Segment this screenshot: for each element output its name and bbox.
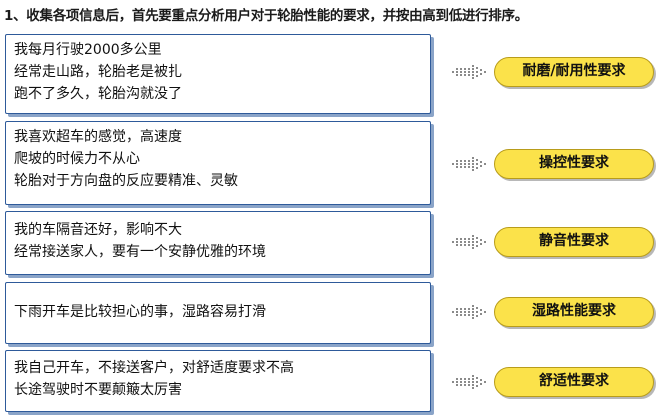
user-statement-box: 我每月行驶2000多公里 经常走山路，轮胎老是被扎 跑不了多久，轮胎沟就没了 [5, 34, 431, 114]
dotted-arrow-icon [452, 65, 486, 79]
statement-line: 我自己开车，不接送客户，对舒适度要求不高 [14, 360, 294, 376]
statement-line: 经常接送家人，要有一个安静优雅的环境 [14, 244, 266, 260]
requirement-label-pill: 舒适性要求 [494, 367, 654, 397]
user-statement-box: 我喜欢超车的感觉，高速度 爬坡的时候力不从心 轮胎对于方向盘的反应要精准、灵敏 [5, 121, 431, 205]
user-statement-box: 我自己开车，不接送客户，对舒适度要求不高 长途驾驶时不要颠簸太厉害 [5, 350, 431, 412]
user-statement-box: 我的车隔音还好，影响不大 经常接送家人，要有一个安静优雅的环境 [5, 211, 431, 275]
requirement-label-pill: 静音性要求 [494, 227, 654, 257]
requirement-label-pill: 湿路性能要求 [494, 297, 654, 327]
requirement-label-pill: 耐磨/耐用性要求 [494, 57, 654, 87]
dotted-arrow-icon [452, 375, 486, 389]
dotted-arrow-icon [452, 157, 486, 171]
requirement-label-pill: 操控性要求 [494, 149, 654, 179]
statement-line: 轮胎对于方向盘的反应要精准、灵敏 [14, 173, 238, 189]
dotted-arrow-icon [452, 235, 486, 249]
statement-line: 经常走山路，轮胎老是被扎 [14, 64, 182, 80]
dotted-arrow-icon [452, 305, 486, 319]
statement-line: 我的车隔音还好，影响不大 [14, 222, 182, 238]
user-statement-box: 下雨开车是比较担心的事，湿路容易打滑 [5, 282, 431, 344]
statement-line: 我每月行驶2000多公里 [14, 42, 162, 58]
statement-line: 爬坡的时候力不从心 [14, 151, 140, 167]
statement-line: 跑不了多久，轮胎沟就没了 [14, 86, 182, 102]
instruction-header: 1、收集各项信息后，首先要重点分析用户对于轮胎性能的要求，并按由高到低进行排序。 [4, 8, 528, 24]
statement-line: 下雨开车是比较担心的事，湿路容易打滑 [14, 304, 266, 320]
statement-line: 我喜欢超车的感觉，高速度 [14, 129, 182, 145]
statement-line: 长途驾驶时不要颠簸太厉害 [14, 382, 182, 398]
